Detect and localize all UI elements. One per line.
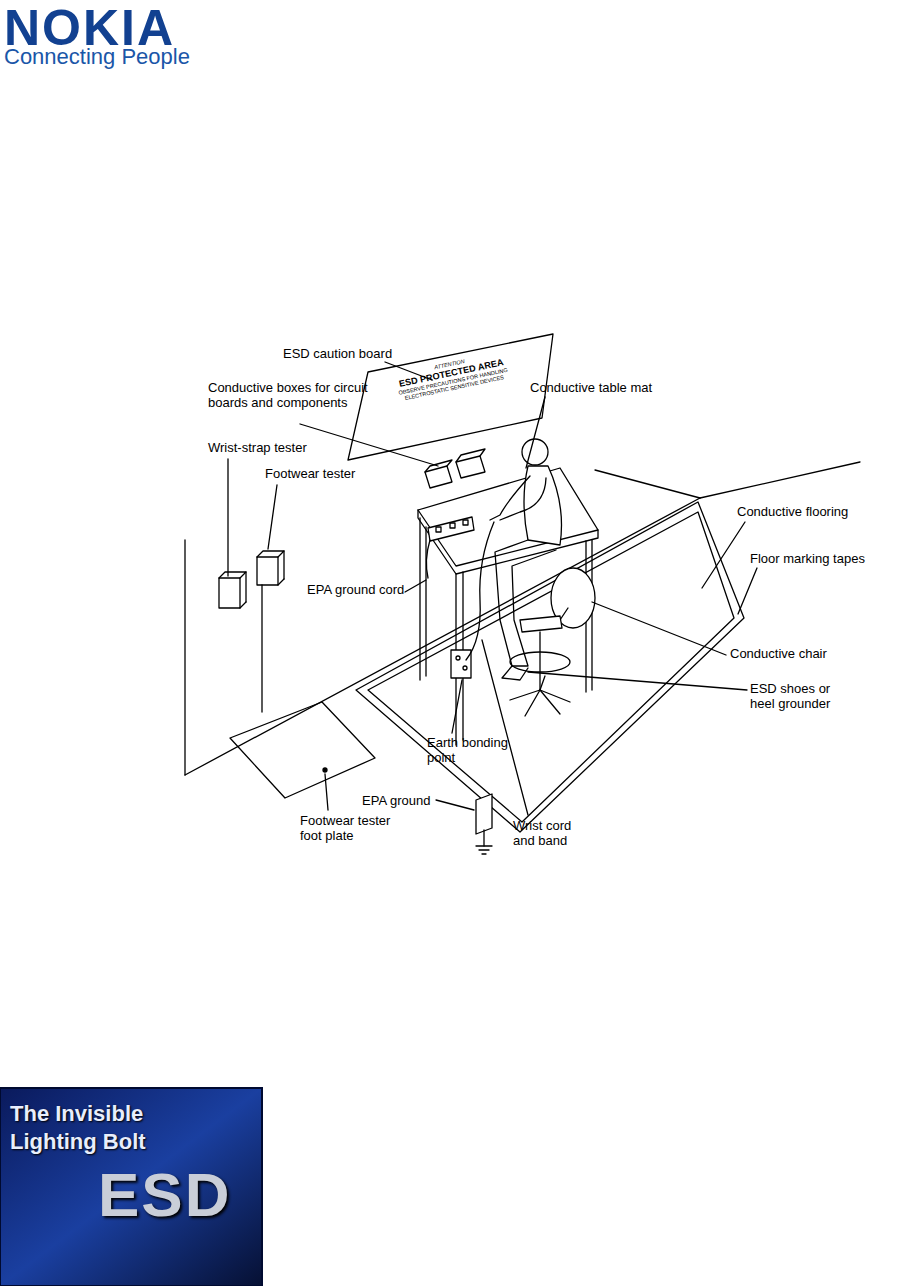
callout-label: Footwear tester <box>265 466 375 481</box>
callout-label: Conductive flooring <box>737 504 887 519</box>
callout-label: Conductive boxes for circuit boards and … <box>208 380 398 410</box>
callout-label: Conductive chair <box>730 646 870 661</box>
callout-label: Footwear tester foot plate <box>300 813 412 843</box>
title-banner: The Invisible Lighting BoltESD <box>10 1100 250 1228</box>
callout-label: Conductive table mat <box>530 380 690 395</box>
callout-label: Floor marking tapes <box>750 551 895 566</box>
callout-label: Wrist-strap tester <box>208 440 338 455</box>
brand-slogan: Connecting People <box>4 44 190 70</box>
banner-acronym: ESD <box>98 1162 250 1228</box>
banner-title: The Invisible Lighting Bolt <box>10 1100 160 1156</box>
callout-label: Wrist cord and band <box>513 818 593 848</box>
callout-label: ESD caution board <box>283 346 423 361</box>
callout-label: ESD shoes or heel grounder <box>750 681 850 711</box>
callout-label: EPA ground cord <box>307 582 427 597</box>
callout-label: EPA ground <box>362 793 452 808</box>
callout-label: Earth bonding point <box>427 735 511 765</box>
